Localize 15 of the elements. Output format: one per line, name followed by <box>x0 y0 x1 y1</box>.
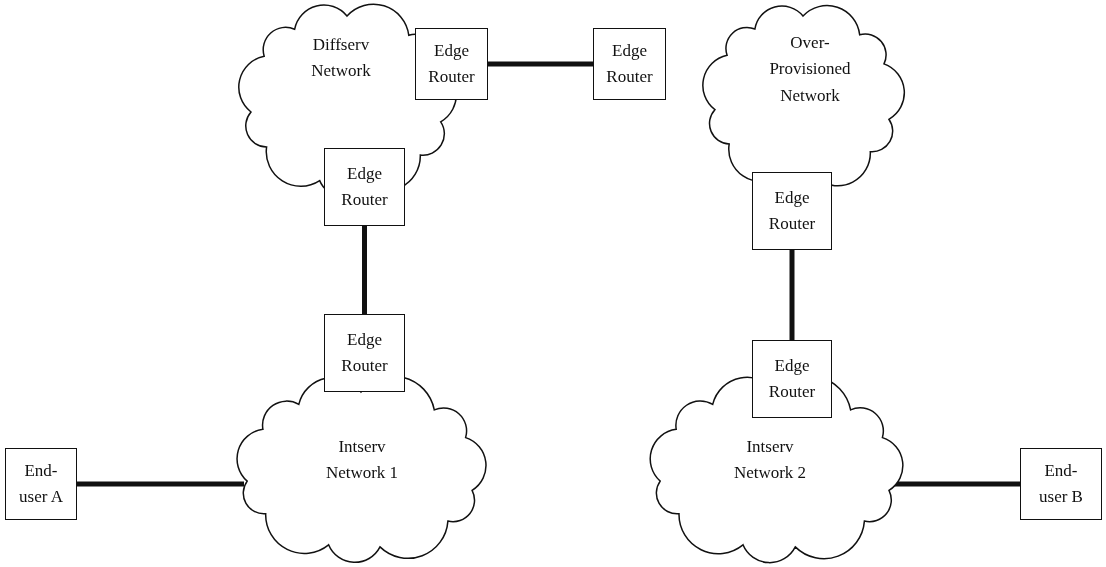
router-box <box>752 172 832 250</box>
node-label: Edge Router <box>767 186 817 235</box>
node-label: End- user A <box>18 459 64 508</box>
router-box <box>593 28 666 100</box>
node-label: End- user B <box>1038 459 1084 508</box>
link-line <box>488 61 593 67</box>
link-line <box>789 250 795 340</box>
link-line <box>895 481 1020 487</box>
end-user-box <box>5 448 77 520</box>
node-label: Edge Router <box>605 39 654 88</box>
end-user-box <box>1020 448 1102 520</box>
node-label: Edge Router <box>340 328 389 377</box>
router-box <box>324 314 405 392</box>
link-line <box>362 226 367 314</box>
link-line <box>77 481 244 487</box>
